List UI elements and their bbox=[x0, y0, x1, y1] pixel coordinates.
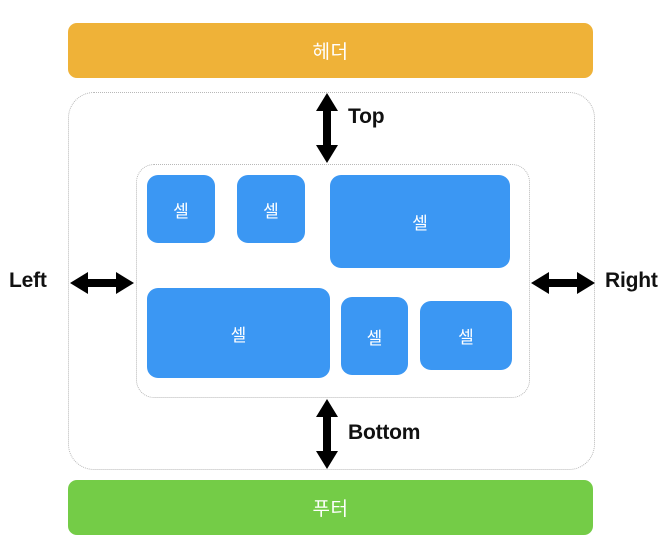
double-arrow-horizontal-icon bbox=[530, 268, 596, 298]
header-bar: 헤더 bbox=[68, 23, 593, 78]
cell-box[interactable]: 셀 bbox=[420, 301, 512, 370]
cell-box[interactable]: 셀 bbox=[237, 175, 305, 243]
cell-label: 셀 bbox=[263, 201, 279, 221]
footer-bar: 푸터 bbox=[68, 480, 593, 535]
left-spacing-label: Left bbox=[9, 269, 47, 292]
cell-label: 셀 bbox=[412, 214, 428, 233]
cell-label: 셀 bbox=[173, 201, 189, 221]
header-label: 헤더 bbox=[312, 42, 349, 63]
double-arrow-vertical-icon bbox=[312, 92, 342, 164]
bottom-spacing-label: Bottom bbox=[348, 421, 421, 444]
right-spacing-label: Right bbox=[605, 269, 658, 292]
double-arrow-horizontal-icon bbox=[69, 268, 135, 298]
cell-box[interactable]: 셀 bbox=[147, 288, 330, 378]
double-arrow-vertical-icon bbox=[312, 398, 342, 470]
cell-label: 셀 bbox=[366, 328, 383, 348]
cell-box[interactable]: 셀 bbox=[147, 175, 215, 243]
cell-label: 셀 bbox=[230, 325, 247, 345]
top-spacing-label: Top bbox=[348, 105, 385, 128]
cell-label: 셀 bbox=[458, 328, 474, 347]
footer-label: 푸터 bbox=[312, 499, 349, 520]
cell-box[interactable]: 셀 bbox=[341, 297, 408, 375]
cell-box[interactable]: 셀 bbox=[330, 175, 510, 268]
